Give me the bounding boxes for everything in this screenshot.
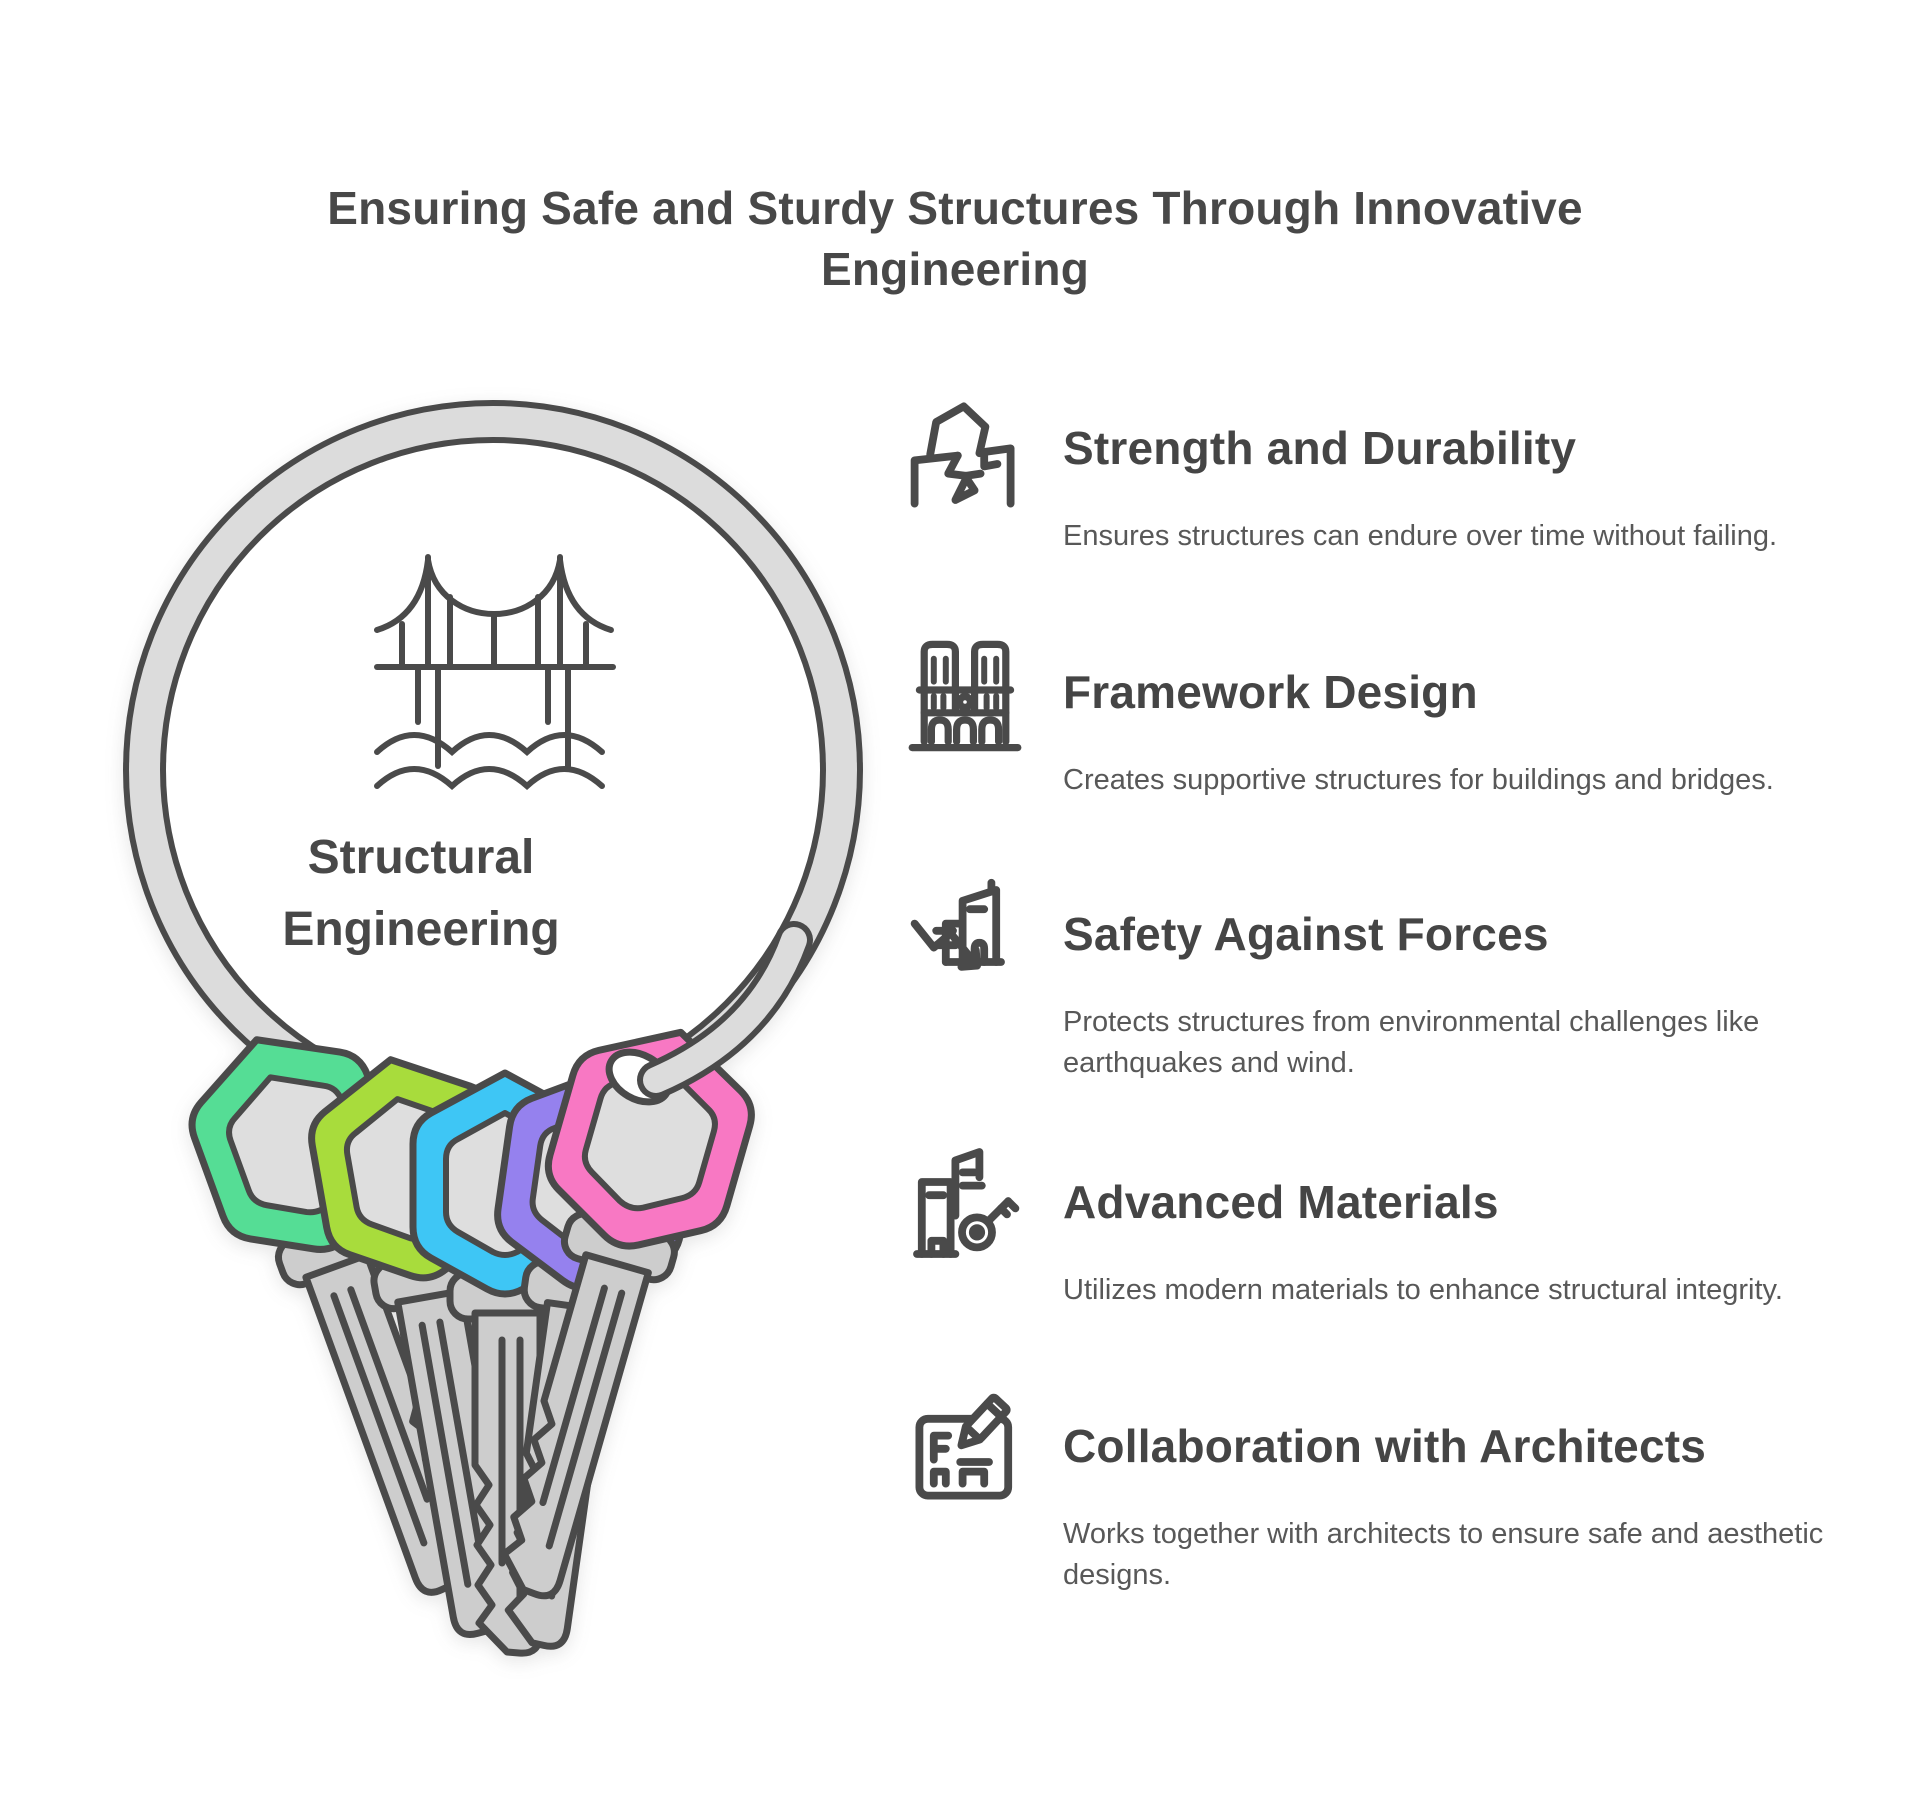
buildings-key-icon	[905, 1146, 1025, 1266]
feature-title: Safety Against Forces	[1063, 908, 1549, 960]
feature-collaboration-architects: Collaboration with Architects Works toge…	[905, 1390, 1905, 1596]
feature-body: Collaboration with Architects Works toge…	[1063, 1390, 1905, 1596]
feature-body: Strength and Durability Ensures structur…	[1063, 392, 1905, 557]
feature-body: Advanced Materials Utilizes modern mater…	[1063, 1146, 1905, 1311]
page-title: Ensuring Safe and Sturdy Structures Thro…	[327, 182, 1583, 295]
feature-safety-forces: Safety Against Forces Protects structure…	[905, 878, 1905, 1084]
label-line-1: Structural	[307, 831, 535, 884]
feature-title: Collaboration with Architects	[1063, 1420, 1707, 1472]
feature-description: Works together with architects to ensure…	[1063, 1518, 1824, 1591]
ring-through-key	[605, 921, 813, 1106]
feature-strength-durability: Strength and Durability Ensures structur…	[905, 392, 1905, 557]
feature-description: Ensures structures can endure over time …	[1063, 520, 1778, 552]
feature-description: Creates supportive structures for buildi…	[1063, 764, 1774, 796]
earthquake-house-icon	[905, 392, 1025, 512]
label-line-2: Engineering	[282, 903, 560, 956]
suspension-bridge-icon	[374, 554, 616, 791]
cathedral-icon	[905, 636, 1025, 756]
feature-description: Utilizes modern materials to enhance str…	[1063, 1274, 1783, 1306]
feature-advanced-materials: Advanced Materials Utilizes modern mater…	[905, 1146, 1905, 1311]
seismic-building-arrow-icon	[905, 878, 1025, 998]
keyring-illustration	[123, 400, 863, 1740]
feature-title: Framework Design	[1063, 666, 1478, 718]
feature-framework-design: Framework Design Creates supportive stru…	[905, 636, 1905, 801]
feature-title: Advanced Materials	[1063, 1176, 1499, 1228]
feature-body: Safety Against Forces Protects structure…	[1063, 878, 1905, 1084]
structural-engineering-label: Structural Engineering	[161, 822, 681, 966]
blueprint-pencil-icon	[905, 1390, 1025, 1510]
feature-title: Strength and Durability	[1063, 422, 1577, 474]
feature-body: Framework Design Creates supportive stru…	[1063, 636, 1905, 801]
feature-description: Protects structures from environmental c…	[1063, 1006, 1760, 1079]
